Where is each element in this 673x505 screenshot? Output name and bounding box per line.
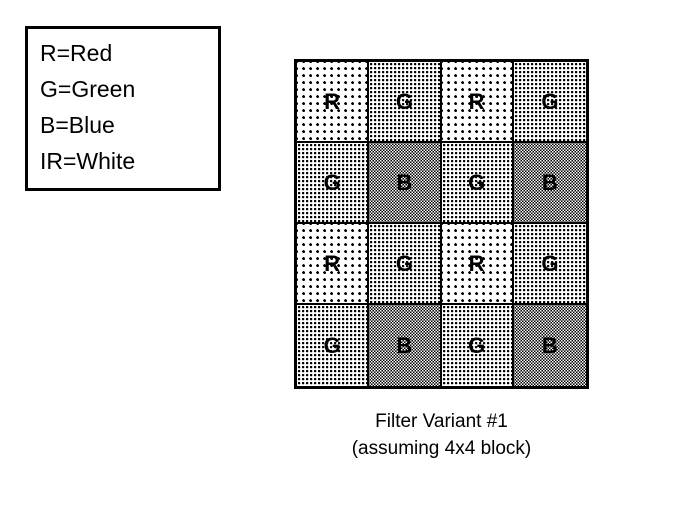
filter-cell-r3c2: G — [369, 224, 442, 305]
texture-swatch-blue — [513, 143, 586, 222]
texture-swatch-red — [441, 62, 512, 141]
filter-cell-label: G — [323, 169, 341, 195]
color-legend-box: R=Red G=Green B=Blue IR=White — [25, 26, 221, 191]
filter-cell-label: R — [324, 88, 341, 114]
legend-item-white: IR=White — [40, 148, 136, 174]
filter-cell-r4c2: B — [369, 305, 442, 386]
texture-swatch-green — [369, 224, 440, 303]
filter-cell-r4c1: G — [297, 305, 370, 386]
texture-swatch-green — [513, 224, 586, 303]
texture-swatch-green — [441, 143, 512, 222]
caption-subtitle: (assuming 4x4 block) — [351, 438, 532, 459]
texture-swatch-blue — [369, 143, 440, 222]
legend-list: R=Red G=Green B=Blue IR=White — [40, 35, 135, 179]
legend-item-green: G=Green — [40, 76, 136, 102]
filter-cell-label: B — [396, 169, 413, 195]
texture-swatch-green — [297, 143, 368, 222]
filter-cell-r2c4: B — [513, 143, 586, 224]
filter-cell-r2c3: G — [441, 143, 514, 224]
filter-cell-label: R — [324, 250, 341, 276]
caption-title: Filter Variant #1 — [375, 411, 508, 432]
texture-swatch-red — [297, 62, 368, 141]
filter-cell-r4c3: G — [441, 305, 514, 386]
texture-swatch-green — [513, 62, 586, 141]
filter-cell-label: B — [541, 169, 558, 195]
texture-swatch-green — [297, 305, 368, 386]
filter-cell-r1c2: G — [369, 62, 442, 143]
texture-swatch-blue — [513, 305, 586, 386]
filter-cell-label: B — [396, 332, 413, 358]
filter-cell-r2c1: G — [297, 143, 370, 224]
filter-cell-label: G — [541, 250, 559, 276]
legend-item-red: R=Red — [40, 40, 113, 66]
texture-swatch-red — [441, 224, 512, 303]
texture-swatch-blue — [369, 305, 440, 386]
filter-cell-r3c4: G — [513, 224, 586, 305]
filter-cell-label: R — [468, 88, 485, 114]
filter-cell-label: R — [468, 250, 485, 276]
filter-cell-label: G — [323, 332, 341, 358]
filter-cell-r3c1: R — [297, 224, 370, 305]
filter-cell-r1c4: G — [513, 62, 586, 143]
filter-cell-r4c4: B — [513, 305, 586, 386]
filter-cell-r1c1: R — [297, 62, 370, 143]
filter-cell-r2c2: B — [369, 143, 442, 224]
texture-swatch-red — [297, 224, 368, 303]
filter-cell-label: G — [395, 88, 413, 114]
legend-item-blue: B=Blue — [40, 112, 115, 138]
filter-cell-label: B — [541, 332, 558, 358]
filter-cell-r3c3: R — [441, 224, 514, 305]
filter-cell-r1c3: R — [441, 62, 514, 143]
texture-swatch-green — [441, 305, 512, 386]
filter-cell-label: G — [468, 332, 486, 358]
texture-swatch-green — [369, 62, 440, 141]
filter-cell-label: G — [541, 88, 559, 114]
filter-cell-label: G — [468, 169, 486, 195]
figure-caption: Filter Variant #1 (assuming 4x4 block) — [294, 408, 589, 462]
filter-cell-label: G — [395, 250, 413, 276]
filter-array-grid: R G R G G B G B — [294, 59, 589, 389]
